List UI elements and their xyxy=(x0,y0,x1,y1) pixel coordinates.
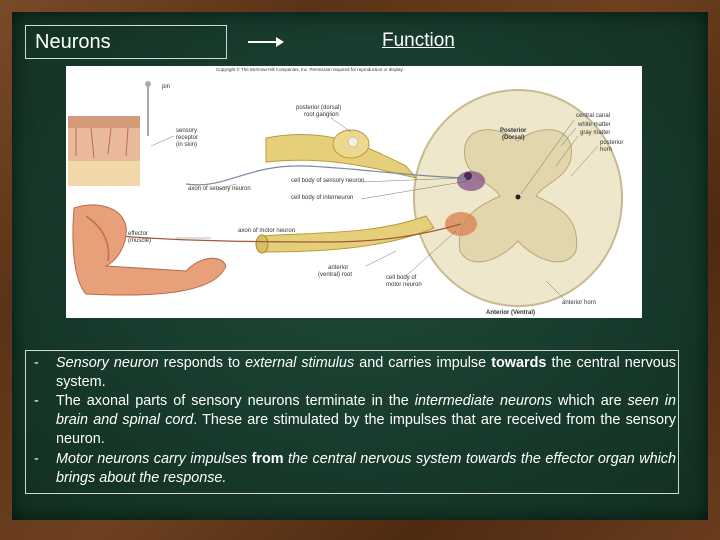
label-sensory-receptor: sensory xyxy=(176,128,197,134)
label-posterior-horn: posterior xyxy=(600,140,623,146)
bullet-dash: - xyxy=(34,392,39,411)
emphasis-towards: towards xyxy=(491,355,546,371)
bullet-dash: - xyxy=(34,354,39,373)
label-cell-body-motor: cell body of xyxy=(386,275,417,281)
text-span: responds to xyxy=(159,355,245,371)
ventral-root-end xyxy=(256,235,268,253)
ganglion-cell-body xyxy=(348,137,358,147)
label-anterior-ventral: Anterior (Ventral) xyxy=(486,310,535,316)
emphasis-from: from xyxy=(252,451,284,467)
label-axon-motor: axon of motor neuron xyxy=(238,228,295,234)
reflex-arc-diagram: Copyright © The McGraw-Hill Companies, I… xyxy=(66,66,642,318)
function-heading: Function xyxy=(382,30,455,52)
term-sensory-neuron: Sensory neuron xyxy=(56,355,159,371)
text-span: and carries impulse xyxy=(354,355,491,371)
interneuron-nucleus xyxy=(464,172,472,180)
title-box: Neurons xyxy=(25,25,227,59)
label-posterior-root-2: root ganglion xyxy=(304,112,339,118)
label-dorsal: (Dorsal) xyxy=(502,135,525,141)
skin-fat-layer xyxy=(68,161,140,186)
arm-effector xyxy=(73,205,226,295)
bullet-axonal-parts: - The axonal parts of sensory neurons te… xyxy=(56,392,676,450)
skin-epidermis xyxy=(68,116,140,128)
label-pin: pin xyxy=(162,84,170,90)
text-span: which are xyxy=(552,393,628,409)
ventral-root xyxy=(261,216,434,252)
label-posterior-horn-2: horn xyxy=(600,147,612,153)
bullet-motor-neurons: - Motor neurons carry impulses from the … xyxy=(56,450,676,488)
pin-head xyxy=(145,81,151,87)
label-anterior-root: anterior xyxy=(328,265,348,271)
description-textbox: - Sensory neuron responds to external st… xyxy=(25,350,679,494)
slide-title: Neurons xyxy=(35,31,111,54)
term-motor-neurons: Motor neurons carry impulses xyxy=(56,451,252,467)
label-anterior-horn: anterior horn xyxy=(562,300,596,306)
label-gray-matter: gray matter xyxy=(580,130,610,136)
label-effector-2: (muscle) xyxy=(128,238,151,244)
label-cell-body-sensory: cell body of sensory neuron xyxy=(291,178,364,184)
label-cell-body-motor-2: motor neuron xyxy=(386,282,422,288)
label-sensory-receptor-3: (in skin) xyxy=(176,142,197,148)
label-cell-body-interneuron: cell body of interneuron xyxy=(291,195,353,201)
text-span: The axonal parts of sensory neurons term… xyxy=(56,393,415,409)
term-intermediate-neurons: intermediate neurons xyxy=(415,393,552,409)
label-sensory-receptor-2: receptor xyxy=(176,135,198,141)
bullet-sensory-neuron: - Sensory neuron responds to external st… xyxy=(56,354,676,392)
term-external-stimulus: external stimulus xyxy=(245,355,354,371)
bullet-dash: - xyxy=(34,450,39,469)
central-canal xyxy=(516,195,521,200)
label-posterior-root: posterior (dorsal) xyxy=(296,105,341,111)
label-anterior-root-2: (ventral) root xyxy=(318,272,352,278)
label-white-matter: white matter xyxy=(577,122,611,128)
label-effector: effector xyxy=(128,231,148,237)
arrow-right-icon xyxy=(248,36,284,48)
figure-copyright: Copyright © The McGraw-Hill Companies, I… xyxy=(216,66,404,72)
label-central-canal: central canal xyxy=(576,113,610,119)
label-posterior: Posterior xyxy=(500,128,527,134)
